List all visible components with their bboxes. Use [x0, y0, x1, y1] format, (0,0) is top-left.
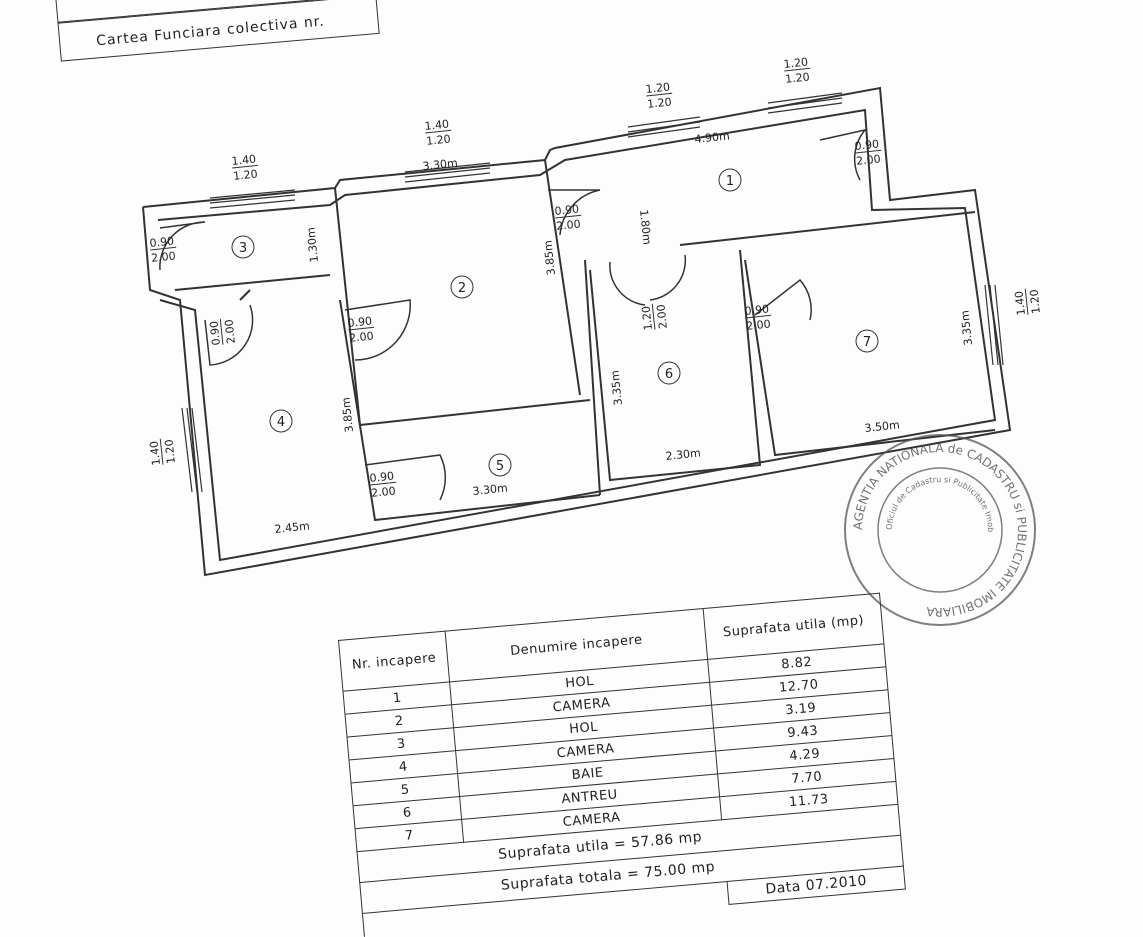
area-table: Nr. incapere Denumire incapere Suprafata… — [338, 593, 906, 937]
window-label: 1.201.20 — [783, 55, 811, 85]
svg-text:0.90: 0.90 — [854, 137, 880, 152]
stamp-inner-text: Oficiul de Cadastru si Publicitate Imobi… — [885, 475, 995, 532]
window-label: 1.201.20 — [645, 80, 673, 110]
interior-wall — [679, 211, 976, 246]
dimension: 3.30m — [422, 156, 458, 173]
window — [181, 407, 203, 493]
interior-wall — [334, 187, 591, 427]
svg-text:2.00: 2.00 — [556, 217, 582, 232]
room-markers: 1 2 3 4 5 6 7 — [231, 168, 879, 477]
dimension: 3.50m — [864, 418, 900, 435]
svg-text:2.00: 2.00 — [222, 319, 237, 345]
dimension: 3.85m — [541, 240, 558, 276]
room-number: 7 — [863, 335, 871, 350]
svg-text:1.20: 1.20 — [783, 55, 809, 70]
svg-text:0.90: 0.90 — [149, 234, 175, 249]
room-marker — [657, 361, 681, 385]
door-label: 0.902.00 — [554, 202, 582, 232]
door-swing — [364, 454, 447, 501]
room-number: 6 — [665, 367, 673, 382]
door-label: 0.902.00 — [369, 469, 397, 499]
svg-text:1.40: 1.40 — [231, 152, 257, 167]
room-number: 1 — [726, 174, 734, 189]
svg-text:1.20: 1.20 — [645, 80, 671, 95]
window — [767, 92, 843, 114]
svg-text:2.00: 2.00 — [371, 484, 397, 499]
door-swing — [548, 189, 601, 236]
window — [209, 189, 296, 209]
svg-text:1.20: 1.20 — [639, 305, 654, 331]
window — [984, 284, 1004, 366]
door-label: 0.902.00 — [854, 137, 882, 167]
room-marker — [718, 168, 742, 192]
svg-text:0.90: 0.90 — [369, 469, 395, 484]
svg-text:1.20: 1.20 — [233, 167, 259, 182]
room-number: 5 — [496, 459, 504, 474]
dimension: 3.30m — [472, 481, 508, 498]
door-label: 0.902.00 — [744, 302, 772, 332]
room-number: 3 — [239, 241, 247, 256]
door-label: 0.902.00 — [149, 234, 177, 264]
window-label: 1.401.20 — [231, 152, 259, 182]
room-marker — [488, 453, 512, 477]
room-number: 4 — [277, 415, 285, 430]
svg-text:1.40: 1.40 — [1012, 290, 1027, 316]
svg-text:0.90: 0.90 — [207, 320, 222, 346]
svg-text:1.20: 1.20 — [647, 95, 673, 110]
floor-plan: 1 2 3 4 5 6 7 4.90m 1.80m 3.30m 3.85m 1.… — [142, 55, 1043, 626]
svg-text:0.90: 0.90 — [744, 302, 770, 317]
door-swing — [344, 299, 411, 361]
interior-wall — [339, 299, 601, 522]
outer-wall-inner — [157, 108, 997, 562]
door-swing — [819, 128, 867, 181]
door-swing — [754, 278, 812, 321]
window — [627, 116, 701, 138]
svg-text:2.00: 2.00 — [746, 317, 772, 332]
interior-wall — [174, 274, 331, 291]
room-marker — [855, 329, 879, 353]
room-marker — [231, 235, 255, 259]
svg-text:1.40: 1.40 — [147, 440, 162, 466]
dimension: 2.30m — [665, 446, 701, 463]
interior-wall — [239, 289, 251, 301]
dimension: 2.45m — [274, 519, 310, 536]
outer-wall — [142, 86, 1012, 577]
room-marker — [269, 409, 293, 433]
svg-text:2.00: 2.00 — [856, 152, 882, 167]
door-label: 0.902.00 — [347, 314, 375, 344]
svg-text:2.00: 2.00 — [654, 304, 669, 330]
svg-text:1.20: 1.20 — [162, 439, 177, 465]
door-swing — [204, 304, 254, 366]
svg-text:1.20: 1.20 — [426, 132, 452, 147]
dimension: 3.35m — [958, 310, 975, 346]
dimension: 4.90m — [694, 129, 730, 146]
dimension: 3.35m — [608, 370, 625, 406]
svg-text:2.00: 2.00 — [151, 249, 177, 264]
dimension: 1.80m — [637, 209, 654, 245]
window-label: 1.401.20 — [424, 117, 452, 147]
interior-wall — [589, 249, 762, 482]
door-swing — [609, 254, 687, 306]
interior-wall — [744, 259, 996, 457]
room-marker — [450, 275, 474, 299]
svg-text:0.90: 0.90 — [554, 202, 580, 217]
dimension: 1.30m — [304, 227, 321, 263]
svg-text:1.20: 1.20 — [1027, 289, 1042, 315]
svg-text:1.40: 1.40 — [424, 117, 450, 132]
svg-text:0.90: 0.90 — [347, 314, 373, 329]
room-number: 2 — [458, 281, 466, 296]
dimension: 3.85m — [339, 397, 356, 433]
interior-wall — [584, 259, 601, 496]
col-header-nr: Nr. incapere — [338, 631, 450, 692]
svg-text:1.20: 1.20 — [785, 70, 811, 85]
window — [404, 162, 491, 183]
door-swing — [159, 221, 206, 271]
interior-wall — [544, 159, 581, 396]
svg-text:2.00: 2.00 — [349, 329, 375, 344]
